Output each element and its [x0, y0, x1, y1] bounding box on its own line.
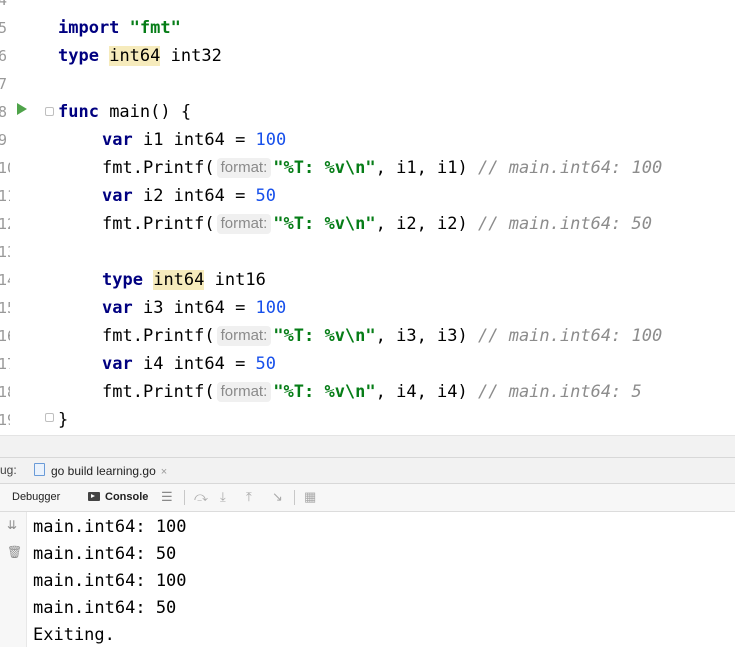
parameter-hint: format: — [216, 326, 272, 346]
line-number: 13 — [0, 243, 10, 261]
run-to-cursor-icon[interactable]: ↘ — [272, 489, 283, 504]
line-number: 4 — [0, 0, 8, 9]
code-line: fmt.Printf(format:"%T: %v\n", i3, i3) //… — [102, 326, 663, 346]
step-into-icon[interactable]: ⤓ — [220, 489, 226, 504]
tab-console[interactable]: Console — [88, 491, 148, 503]
line-number: 11 — [0, 187, 10, 205]
parameter-hint: format: — [216, 158, 272, 178]
run-config-tab[interactable]: go build learning.go × — [34, 463, 167, 478]
line-number: 19 — [0, 411, 10, 429]
menu-icon[interactable]: ☰ — [161, 489, 173, 504]
line-number: 16 — [0, 327, 10, 345]
step-over-icon[interactable]: ⤼ — [194, 489, 208, 504]
line-number: 8 — [0, 103, 8, 121]
line-number: 5 — [0, 19, 8, 37]
parameter-hint: format: — [216, 382, 272, 402]
console-output-line: main.int64: 100 — [33, 517, 187, 537]
line-number: 9 — [0, 131, 8, 149]
panel-divider[interactable] — [0, 435, 735, 458]
close-tab-icon[interactable]: × — [160, 466, 168, 478]
code-editor[interactable]: 4 5 6 7 8 9 10 11 12 13 14 15 16 17 18 1… — [0, 0, 735, 435]
code-line: var i4 int64 = 50 — [102, 354, 277, 374]
identifier-highlight: int64 — [153, 270, 205, 290]
tab-console-label: Console — [105, 491, 149, 503]
trash-icon[interactable]: 🗑 — [7, 545, 23, 559]
code-line: var i2 int64 = 50 — [102, 186, 277, 206]
console-output-line: main.int64: 50 — [33, 598, 177, 618]
debug-tab-bar: ug: go build learning.go × — [0, 457, 735, 484]
step-out-icon[interactable]: ⤒ — [246, 489, 252, 504]
identifier-highlight: int64 — [109, 46, 161, 66]
code-line: } — [58, 410, 69, 430]
tab-debugger[interactable]: Debugger — [12, 491, 61, 503]
code-line: type int64 int32 — [58, 46, 222, 66]
code-line: type int64 int16 — [102, 270, 266, 290]
run-config-tab-label: go build learning.go — [51, 464, 156, 478]
console-output-line: main.int64: 50 — [33, 544, 177, 564]
code-line: var i1 int64 = 100 — [102, 130, 287, 150]
debug-panel-label: ug: — [0, 463, 17, 477]
code-line: var i3 int64 = 100 — [102, 298, 287, 318]
line-number: 6 — [0, 47, 8, 65]
toolbar-separator — [184, 490, 185, 505]
toolbar-separator — [294, 490, 295, 505]
code-line: fmt.Printf(format:"%T: %v\n", i2, i2) //… — [102, 214, 652, 234]
line-number: 10 — [0, 159, 10, 177]
evaluate-expression-icon[interactable]: ▦ — [304, 489, 317, 504]
line-number: 14 — [0, 271, 10, 289]
parameter-hint: format: — [216, 214, 272, 234]
line-number: 7 — [0, 75, 8, 93]
line-number: 18 — [0, 383, 10, 401]
console-output-line: main.int64: 100 — [33, 571, 187, 591]
console-output-line: Exiting. — [33, 625, 115, 645]
console-gutter: ⇊ 🗑 — [0, 512, 27, 647]
fold-end-icon[interactable] — [45, 413, 54, 422]
line-number: 17 — [0, 355, 10, 373]
console-icon — [88, 492, 100, 501]
code-line: func main() { — [58, 102, 192, 122]
code-line: fmt.Printf(format:"%T: %v\n", i1, i1) //… — [102, 158, 663, 178]
scroll-to-end-icon[interactable]: ⇊ — [7, 518, 18, 532]
fold-toggle-icon[interactable] — [45, 107, 54, 116]
go-file-icon — [34, 463, 45, 476]
debug-toolbar: Debugger Console ☰ ⤼ ⤓ ⤒ ↘ ▦ — [0, 484, 735, 512]
run-gutter-icon[interactable] — [17, 103, 27, 115]
line-number: 12 — [0, 215, 10, 233]
line-number-gutter: 4 5 6 7 8 9 10 11 12 13 14 15 16 17 18 1… — [0, 0, 10, 435]
line-number: 15 — [0, 299, 10, 317]
code-line: import "fmt" — [58, 18, 181, 38]
code-line: fmt.Printf(format:"%T: %v\n", i4, i4) //… — [102, 382, 642, 402]
